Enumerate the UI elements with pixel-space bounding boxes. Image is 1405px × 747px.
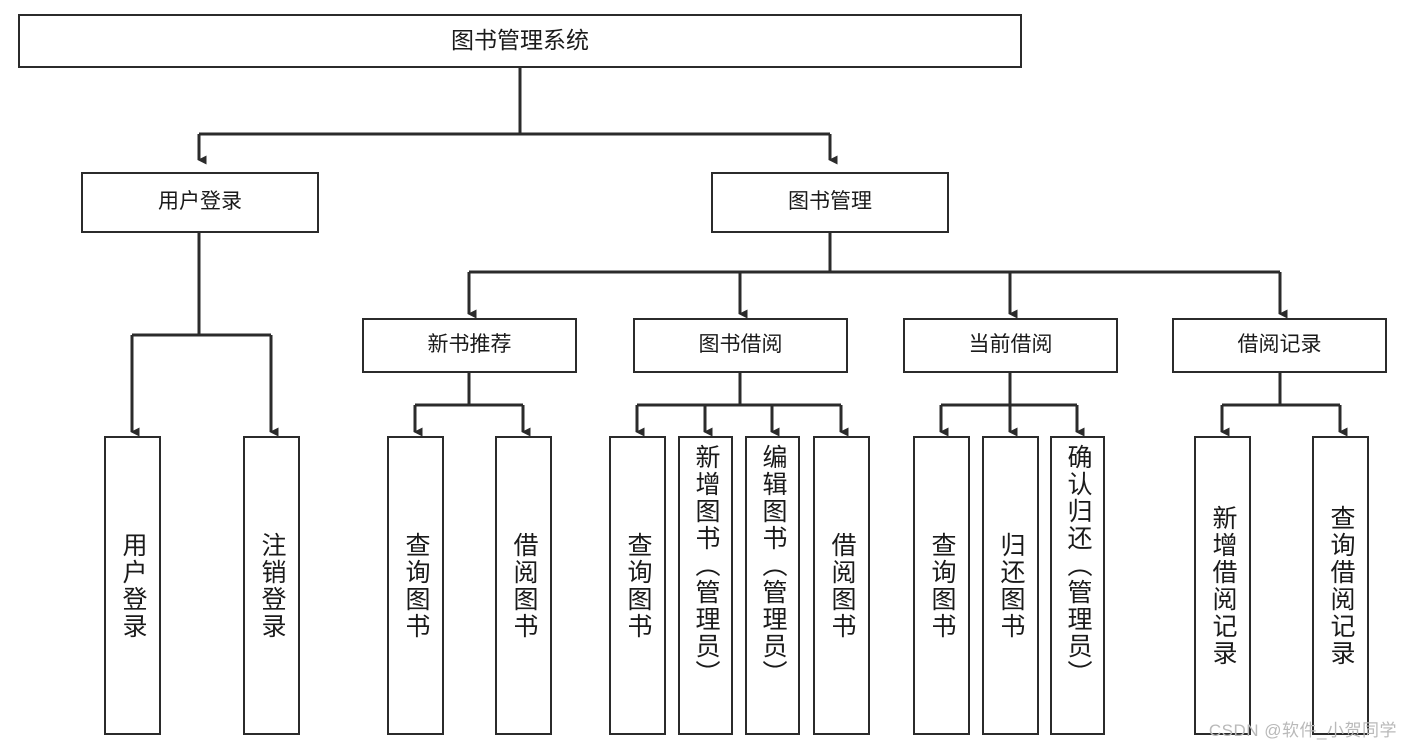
node-leaf-query-borrow-record[interactable]: 查询借阅记录 xyxy=(1312,436,1369,735)
node-leaf-borrow-book-label: 借阅图书 xyxy=(828,531,856,640)
node-leaf-borrow-book-new-label: 借阅图书 xyxy=(510,531,538,640)
node-leaf-add-borrow-record-label: 新增借阅记录 xyxy=(1209,504,1237,667)
watermark-text: CSDN @软件_小贺同学 xyxy=(1208,721,1397,740)
node-leaf-query-book-new[interactable]: 查询图书 xyxy=(387,436,444,735)
node-leaf-confirm-return-admin-label: 确认归还（管理员） xyxy=(1064,444,1092,687)
node-user-login-label: 用户登录 xyxy=(158,190,242,214)
node-borrow-records-label: 借阅记录 xyxy=(1237,333,1322,357)
node-leaf-add-borrow-record[interactable]: 新增借阅记录 xyxy=(1194,436,1251,735)
node-leaf-return-book-label: 归还图书 xyxy=(997,531,1025,640)
node-book-borrow-label: 图书借阅 xyxy=(698,333,783,357)
node-book-management-label: 图书管理 xyxy=(788,190,872,214)
node-leaf-query-book-borrow-label: 查询图书 xyxy=(624,531,652,640)
node-leaf-add-book-admin[interactable]: 新增图书（管理员） xyxy=(678,436,733,735)
node-user-login[interactable]: 用户登录 xyxy=(81,172,319,233)
node-leaf-logout-label: 注销登录 xyxy=(258,531,286,640)
node-leaf-edit-book-admin[interactable]: 编辑图书（管理员） xyxy=(745,436,800,735)
node-leaf-edit-book-admin-label: 编辑图书（管理员） xyxy=(759,444,787,687)
node-current-borrow[interactable]: 当前借阅 xyxy=(903,318,1118,373)
node-leaf-logout[interactable]: 注销登录 xyxy=(243,436,300,735)
node-leaf-return-book[interactable]: 归还图书 xyxy=(982,436,1039,735)
node-root-label: 图书管理系统 xyxy=(451,27,589,54)
node-leaf-user-login[interactable]: 用户登录 xyxy=(104,436,161,735)
node-new-book-recommend[interactable]: 新书推荐 xyxy=(362,318,577,373)
node-leaf-confirm-return-admin[interactable]: 确认归还（管理员） xyxy=(1050,436,1105,735)
node-leaf-add-book-admin-label: 新增图书（管理员） xyxy=(692,444,720,687)
node-leaf-query-book-current-label: 查询图书 xyxy=(928,531,956,640)
node-leaf-query-book-borrow[interactable]: 查询图书 xyxy=(609,436,666,735)
node-root[interactable]: 图书管理系统 xyxy=(18,14,1022,68)
node-leaf-query-book-new-label: 查询图书 xyxy=(402,531,430,640)
node-book-management[interactable]: 图书管理 xyxy=(711,172,949,233)
node-leaf-query-borrow-record-label: 查询借阅记录 xyxy=(1327,504,1355,667)
node-new-book-recommend-label: 新书推荐 xyxy=(427,333,512,357)
node-current-borrow-label: 当前借阅 xyxy=(968,333,1053,357)
node-borrow-records[interactable]: 借阅记录 xyxy=(1172,318,1387,373)
node-leaf-borrow-book-new[interactable]: 借阅图书 xyxy=(495,436,552,735)
node-leaf-borrow-book[interactable]: 借阅图书 xyxy=(813,436,870,735)
node-leaf-query-book-current[interactable]: 查询图书 xyxy=(913,436,970,735)
node-leaf-user-login-label: 用户登录 xyxy=(119,531,147,640)
node-book-borrow[interactable]: 图书借阅 xyxy=(633,318,848,373)
